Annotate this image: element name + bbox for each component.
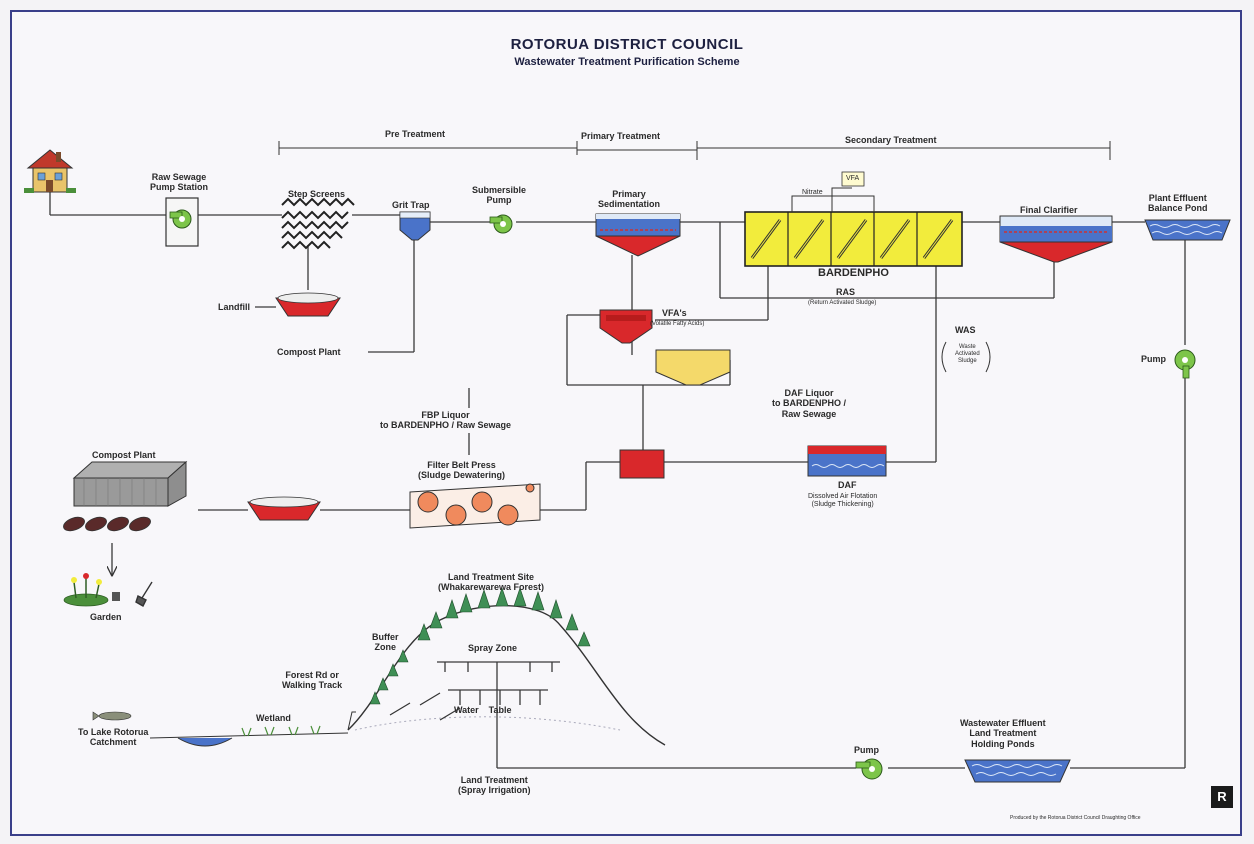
label-pump-bottom: Pump [854,745,880,755]
footer-credit: Produced by the Rotorua District Council… [1010,815,1141,821]
label-primary-sedimentation: Primary Sedimentation [598,189,661,210]
daf-tank [807,445,887,477]
label-compost-plant-upper: Compost Plant [277,347,341,357]
label-land-treatment-site: Land Treatment Site (Whakarewarewa Fores… [438,572,545,593]
label-grit-trap: Grit Trap [392,200,430,210]
label-filter-belt-press: Filter Belt Press (Sludge Dewatering) [418,460,506,481]
stage-label-pre: Pre Treatment [385,129,446,139]
label-forest-rd: Forest Rd or Walking Track [282,670,343,691]
pump-icon [169,209,192,229]
stage-brackets [278,141,1111,160]
landfill-bowl [275,292,341,317]
label-wetland: Wetland [256,713,291,723]
label-vfa-box: VFA [846,175,860,182]
label-vfas: VFA's [662,308,687,318]
label-bardenpho: BARDENPHO [818,267,889,279]
label-vfas-sub: (Volatile Fatty Acids) [650,321,705,327]
stage-label-primary: Primary Treatment [581,131,661,141]
stage-label-secondary: Secondary Treatment [845,135,937,145]
was-bracket-right [985,341,991,373]
pump-icon [489,214,513,234]
sludge-bowl [247,496,321,521]
label-submersible-pump: Submersible Pump [472,185,527,206]
final-clarifier [999,215,1113,263]
garden [63,573,153,607]
label-water-table: Water Table [454,705,512,715]
label-plant-effluent: Plant Effluent Balance Pond [1148,193,1208,214]
label-to-lake: To Lake Rotorua Catchment [78,727,149,748]
pump-icon [855,758,883,780]
tree-icon [417,587,591,647]
shovel-icon [135,581,153,607]
label-compost-plant-left: Compost Plant [92,450,156,460]
land-treatment-hill [347,587,666,746]
label-buffer-zone: Buffer Zone [372,632,399,653]
plant-effluent-balance-pond [1144,219,1231,241]
was-bracket-left [941,341,947,373]
label-spray-zone: Spray Zone [468,643,518,653]
raw-sewage-pump-station [165,197,199,247]
label-ras: RAS [836,287,856,297]
label-daf: DAF [838,480,857,490]
wetland-lake [149,725,349,747]
sludge-holding-tank [619,449,665,479]
vfa-thickener-tank [655,349,731,386]
label-was: WAS [955,325,976,335]
label-daf-sub: Dissolved Air Flotation (Sludge Thickeni… [808,493,878,509]
label-land-treatment: Land Treatment (Spray Irrigation) [458,775,531,796]
watering-can-icon [112,592,120,601]
label-final-clarifier: Final Clarifier [1020,205,1078,215]
bardenpho-reactor [744,171,963,267]
filter-belt-press [409,483,541,529]
label-ras-sub: (Return Activated Sludge) [808,300,877,306]
primary-sedimentation-tank [595,213,681,257]
label-daf-liquor: DAF Liquor to BARDENPHO / Raw Sewage [772,388,846,419]
council-logo: R [1211,786,1233,808]
label-step-screens: Step Screens [288,189,346,199]
holding-ponds [964,759,1071,783]
house-icon [24,149,76,193]
grit-trap [399,211,431,241]
diagram-title: ROTORUA DISTRICT COUNCIL [510,36,744,53]
label-landfill: Landfill [218,302,250,312]
fermenter-tank [599,309,653,344]
fish-icon [92,711,132,721]
label-fbp-liquor: FBP Liquor to BARDENPHO / Raw Sewage [380,410,512,431]
label-raw-sewage: Raw Sewage Pump Station [150,172,208,193]
pipework [49,190,1186,769]
label-holding-ponds: Wastewater Effluent Land Treatment Holdi… [960,718,1046,749]
pump-icon [1174,349,1196,379]
label-pump-right: Pump [1141,354,1167,364]
diagram-subtitle: Wastewater Treatment Purification Scheme [514,56,740,68]
label-nitrate: Nitrate [802,189,823,196]
step-screens [281,197,355,250]
label-garden: Garden [90,612,122,622]
compost-plant-building [63,460,188,532]
label-was-sub: Waste Activated Sludge [955,344,980,364]
